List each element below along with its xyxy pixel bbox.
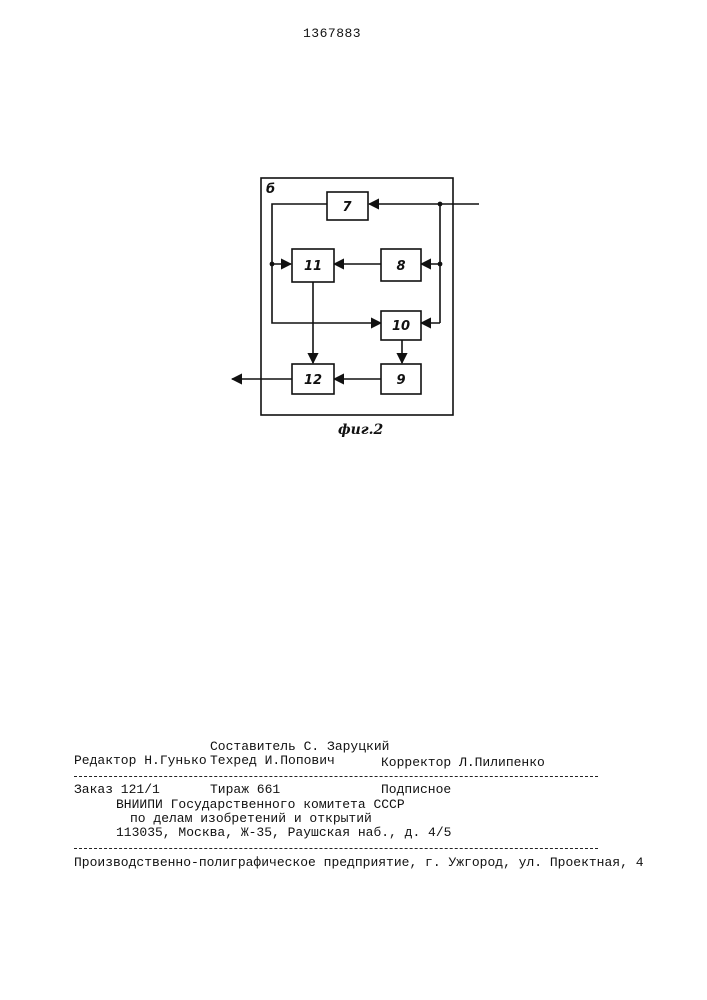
block-11: 11 bbox=[292, 249, 334, 282]
block-10-label: 10 bbox=[392, 319, 410, 334]
divider-rule bbox=[74, 776, 598, 777]
block-12-label: 12 bbox=[304, 373, 322, 388]
block-11-label: 11 bbox=[304, 259, 322, 274]
corrector-line: Корректор Л.Пилипенко bbox=[381, 755, 545, 770]
figure-caption: фиг.2 bbox=[338, 422, 384, 438]
block-8-label: 8 bbox=[396, 259, 405, 274]
block-7: 7 bbox=[327, 192, 368, 220]
address-line: 113035, Москва, Ж-35, Раушская наб., д. … bbox=[116, 825, 451, 840]
printer-line: Производственно-полиграфическое предприя… bbox=[74, 855, 644, 870]
block-8: 8 bbox=[381, 249, 421, 281]
compiler-line: Составитель С. Заруцкий bbox=[210, 739, 389, 754]
editor-line: Редактор Н.Гунько bbox=[74, 753, 207, 768]
techred-line: Техред И.Попович bbox=[210, 753, 335, 768]
subscription-line: Подписное bbox=[381, 782, 451, 797]
order-line: Заказ 121/1 bbox=[74, 782, 160, 797]
block-diagram: б 7 8 10 bbox=[0, 0, 707, 460]
block-10: 10 bbox=[381, 311, 421, 340]
frame-label: б bbox=[266, 182, 275, 197]
block-9-label: 9 bbox=[396, 373, 405, 388]
divider-rule bbox=[74, 848, 598, 849]
block-7-label: 7 bbox=[342, 200, 352, 215]
block-12: 12 bbox=[292, 364, 334, 394]
org-line-2: по делам изобретений и открытий bbox=[130, 811, 372, 826]
circulation-line: Тираж 661 bbox=[210, 782, 280, 797]
org-line-1: ВНИИПИ Государственного комитета СССР bbox=[116, 797, 405, 812]
block-9: 9 bbox=[381, 364, 421, 394]
